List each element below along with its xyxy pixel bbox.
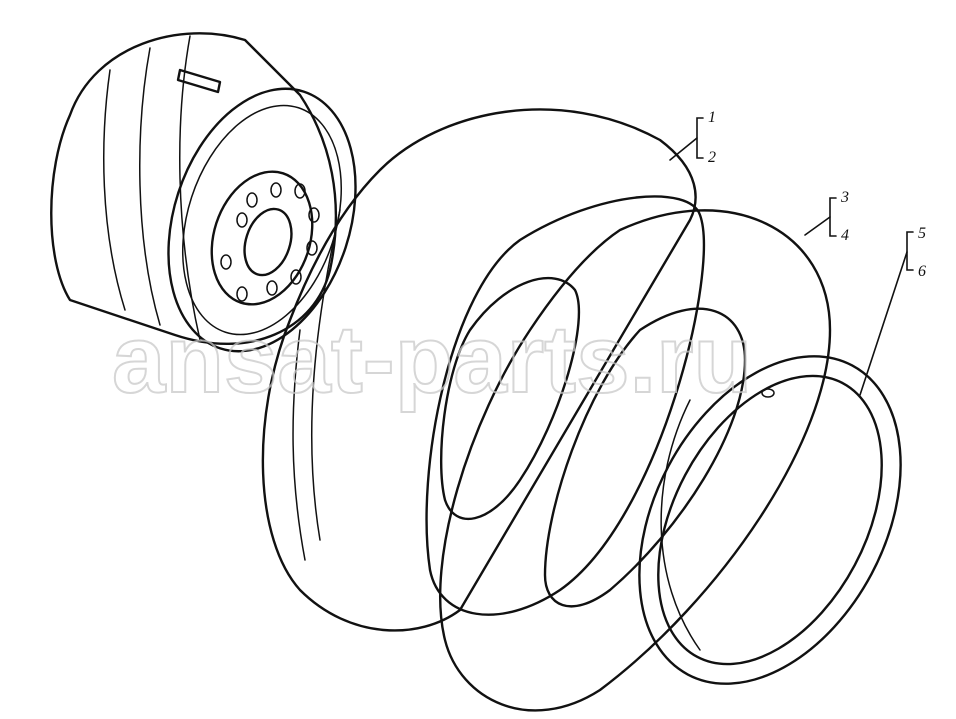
inner-tube xyxy=(438,209,832,712)
callout-5: 5 xyxy=(918,225,926,242)
callout-leaders xyxy=(669,117,914,396)
tire xyxy=(261,108,705,632)
watermark-text: ansat-parts.ru xyxy=(112,306,752,413)
callout-6: 6 xyxy=(918,263,926,280)
callout-4: 4 xyxy=(841,227,849,244)
rim-flap xyxy=(638,355,902,685)
callout-2: 2 xyxy=(708,149,716,166)
wheel-rim xyxy=(50,32,357,353)
bolt-holes xyxy=(220,182,320,302)
callout-1: 1 xyxy=(708,109,716,126)
callout-3: 3 xyxy=(840,189,849,206)
